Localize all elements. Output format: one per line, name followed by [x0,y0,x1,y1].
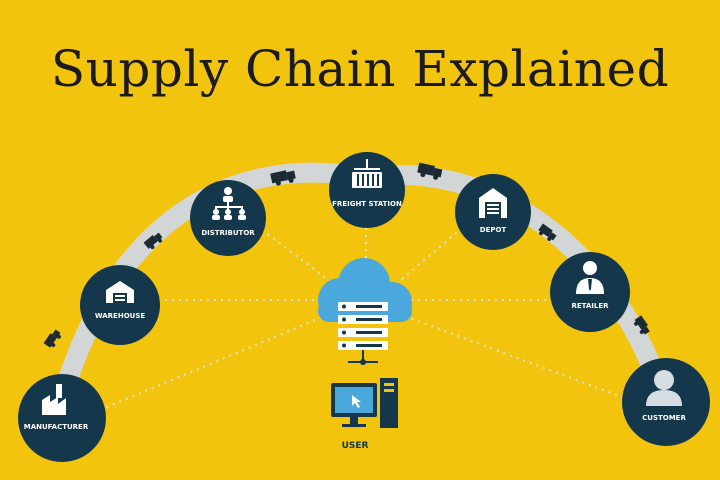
node-label: WAREHOUSE [95,312,146,320]
node-warehouse: WAREHOUSE [80,265,160,345]
node-label: CUSTOMER [642,414,686,422]
node-label: MANUFACTURER [24,423,89,431]
node-label: RETAILER [571,302,609,310]
connector-lines [99,227,631,411]
node-manufacturer: MANUFACTURER [18,374,106,462]
cloud-server-icon [318,258,412,365]
truck-icon [634,315,650,335]
connector-manufacturer [99,317,321,411]
vehicles [43,162,650,348]
computer-icon [331,378,398,428]
node-distributor: DISTRIBUTOR [190,180,266,256]
truck-icon [417,162,443,180]
factory-icon [42,384,66,415]
node-retailer: RETAILER [550,252,630,332]
node-label: FREIGHT STATION [332,200,402,208]
person-icon [646,370,682,406]
diagram-title: Supply Chain Explained [50,40,670,98]
connector-depot [394,227,463,286]
org-chart-icon [212,187,246,220]
truck-icon [143,232,163,250]
truck-icon [270,170,296,186]
node-customer: CUSTOMER [622,358,710,446]
node-label: DEPOT [480,226,507,234]
node-label: DISTRIBUTOR [201,229,255,237]
connector-distributor [261,229,336,286]
user-label: USER [342,441,369,451]
truck-icon [538,223,557,241]
node-depot: DEPOT [455,174,531,250]
truck-icon [43,329,61,348]
node-freight-station: FREIGHT STATION [329,152,405,228]
